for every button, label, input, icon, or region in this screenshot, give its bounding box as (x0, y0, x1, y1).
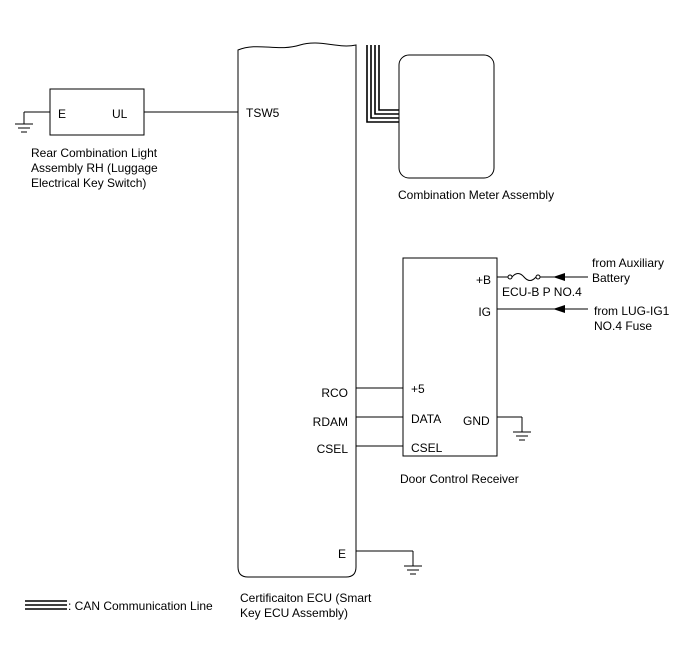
receiver-caption: Door Control Receiver (400, 472, 519, 486)
fuse-terminal-right (535, 274, 541, 280)
ecu-pin-rco: RCO (321, 386, 348, 400)
luggage-switch-box (49, 88, 145, 136)
door-control-receiver-component: +B IG +5 DATA CSEL GND Door Control Rece… (400, 257, 531, 486)
ig-supply-wire (497, 305, 588, 313)
ecu-pin-e: E (338, 547, 346, 561)
ecu-pin-tsw5: TSW5 (246, 106, 280, 120)
luggage-caption-line-3: Electrical Key Switch) (31, 176, 146, 190)
ecu-body (237, 42, 357, 578)
meter-box (398, 54, 495, 179)
receiver-pin-gnd: GND (463, 414, 490, 428)
combination-meter-component: Combination Meter Assembly (398, 54, 554, 202)
source-battery-line-2: Battery (592, 271, 630, 285)
ecu-caption-line-1: Certificaiton ECU (Smart (240, 591, 372, 605)
receiver-pin-data: DATA (411, 412, 441, 426)
receiver-pin-ig: IG (478, 305, 491, 319)
luggage-pin-e: E (58, 107, 66, 121)
source-ig-line-2: NO.4 Fuse (594, 319, 652, 333)
luggage-switch-component: E UL Rear Combination Light Assembly RH … (15, 88, 238, 190)
meter-caption: Combination Meter Assembly (398, 188, 554, 202)
ecu-pin-rdam: RDAM (313, 415, 348, 429)
ground-symbol-ecu (356, 550, 422, 575)
legend-label: : CAN Communication Line (68, 599, 213, 613)
receiver-pin-5: +5 (411, 382, 425, 396)
certification-ecu-component: TSW5 RCO RDAM CSEL E Certificaiton ECU (… (237, 42, 422, 620)
arrow-battery-icon (553, 273, 565, 281)
luggage-pin-ul: UL (112, 107, 128, 121)
luggage-caption-line-2: Assembly RH (Luggage (31, 161, 158, 175)
fuse-label: ECU-B P NO.4 (502, 285, 582, 299)
source-battery-line-1: from Auxiliary (592, 256, 664, 270)
arrow-ig-icon (553, 305, 565, 313)
ecu-caption-line-2: Key ECU Assembly) (240, 606, 348, 620)
receiver-box (402, 257, 498, 457)
fuse-terminal-left (507, 274, 513, 280)
can-bus-lines (366, 45, 400, 123)
receiver-pin-csel: CSEL (411, 441, 443, 455)
ground-symbol-luggage (15, 111, 50, 133)
can-line-legend-icon (25, 600, 67, 610)
battery-supply-wire (497, 273, 588, 281)
legend: : CAN Communication Line (25, 599, 213, 613)
source-ig-line-1: from LUG-IG1 (594, 304, 670, 318)
luggage-caption-line-1: Rear Combination Light (31, 146, 158, 160)
ground-symbol-receiver (497, 416, 531, 441)
ecu-pin-csel: CSEL (317, 442, 349, 456)
receiver-pin-b: +B (476, 273, 491, 287)
fuse-icon (511, 273, 537, 281)
